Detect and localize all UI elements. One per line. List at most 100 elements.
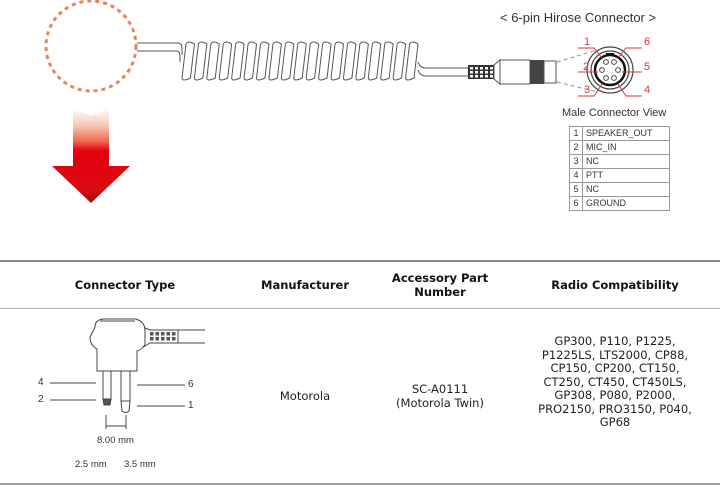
coil-loop (268, 41, 282, 81)
projection-guides (556, 49, 599, 93)
relief-grip (166, 332, 170, 336)
relief-grip (172, 332, 176, 336)
coil-loop (280, 41, 295, 81)
coil-loop (206, 41, 220, 81)
relief-grip (150, 337, 154, 341)
connector-body (499, 59, 531, 85)
coil-loop (231, 41, 245, 81)
coil-loop (342, 41, 357, 81)
connector-pin-4-label: 4 (644, 84, 651, 96)
connector-view-label: Male Connector View (562, 107, 667, 119)
coil-loop (293, 41, 307, 81)
connector-title: < 6-pin Hirose Connector > (500, 10, 657, 25)
coil-spring (181, 41, 419, 81)
connector-pin-2-label: 2 (583, 61, 590, 73)
twin-pin-plug-icon (50, 318, 205, 429)
coil-loop (218, 41, 233, 81)
plug-pin-1-label: 1 (188, 400, 194, 411)
relief-grip (161, 337, 165, 341)
relief-grip (485, 75, 488, 78)
twin-pin-connector-drawing: 4 2 6 1 8.00 mm 2.5 mm 3.5 mm (0, 309, 240, 483)
relief-grip (150, 332, 154, 336)
connector-pin-1-label: 1 (584, 36, 591, 48)
coil-loop (193, 41, 208, 81)
pin-signal: PTT (582, 168, 670, 183)
pin-number: 2 (569, 140, 583, 155)
pin-signal: NC (582, 154, 670, 169)
plug-pin-4-label: 4 (38, 377, 44, 388)
compatibility-line: GP300, P110, P1225, (554, 334, 676, 348)
connector-pin-5-label: 5 (644, 61, 651, 73)
compatibility-line: CT250, CT450, CT450LS, (543, 374, 687, 389)
part-number: SC-A0111 (411, 382, 469, 396)
pin-number: 5 (569, 182, 583, 197)
relief-grip (155, 337, 159, 341)
pin-number: 3 (569, 154, 583, 169)
strain-relief (468, 58, 501, 86)
coil-loop (318, 41, 332, 81)
relief-grip (480, 67, 483, 70)
part-number-cell: SC-A0111 (Motorola Twin) (370, 309, 510, 483)
pin-number: 6 (569, 196, 583, 211)
relief-grip (490, 75, 493, 78)
pin-signal: SPEAKER_OUT (582, 126, 670, 141)
relief-grip (490, 71, 493, 74)
relief-grip (155, 332, 159, 336)
relief-grip (485, 71, 488, 74)
compatibility-line: P1225LS, LTS2000, CP88, (541, 347, 689, 362)
coil-loop (380, 41, 394, 81)
header-connector-type: Connector Type (74, 278, 176, 292)
manufacturer-cell: Motorola (279, 389, 331, 403)
relief-grip (485, 67, 488, 70)
plug-size-small-label: 2.5 mm (75, 459, 107, 470)
compatibility-cell: GP300, P110, P1225, P1225LS, LTS2000, CP… (525, 334, 705, 430)
relief-grip (480, 75, 483, 78)
coil-loop (305, 41, 320, 81)
plug-size-large-label: 3.5 mm (124, 459, 156, 470)
cable-diagram: 1 2 3 4 5 6 < 6-pin Hirose Connector > M… (44, 0, 670, 211)
pin-signal: MIC_IN (582, 140, 670, 155)
relief-grip (470, 71, 473, 74)
hirose-connector-face (586, 46, 634, 94)
coil-loop (330, 41, 345, 81)
coil-loop (392, 41, 407, 81)
relief-grip (470, 75, 473, 78)
connector-pin-6-label: 6 (644, 36, 651, 48)
pin-spacing-label: 8.00 mm (97, 435, 134, 446)
coil-loop (181, 41, 195, 81)
pin-leaders (578, 47, 642, 97)
header-part-number: Accessory Part Number (391, 271, 489, 299)
pin-number: 4 (569, 168, 583, 183)
coil-loop (243, 41, 258, 81)
pin-signal: NC (582, 182, 670, 197)
down-arrow-icon (52, 108, 130, 203)
part-number-note: (Motorola Twin) (396, 396, 484, 410)
compatibility-line: PRO2150, PRO3150, P040, (538, 401, 692, 416)
highlight-circle (44, 0, 138, 93)
coil-loop (256, 41, 270, 81)
relief-grip (490, 67, 493, 70)
relief-grip (172, 337, 176, 341)
header-manufacturer: Manufacturer (261, 278, 349, 292)
table-top-border (0, 260, 720, 262)
relief-grip (166, 337, 170, 341)
cable-tail (417, 61, 468, 77)
plug-pin-2-label: 2 (38, 394, 44, 405)
relief-grip (475, 71, 478, 74)
compatibility-line: GP308, P080, P2000, (554, 388, 676, 402)
relief-grip (475, 67, 478, 70)
cable-lead (137, 42, 183, 62)
compatibility-line: CP150, CP200, CT150, (550, 361, 680, 375)
plug-pin-6-label: 6 (188, 379, 194, 390)
header-compatibility: Radio Compatibility (551, 278, 679, 292)
connector-tip (543, 60, 557, 84)
coil-loop (355, 41, 369, 81)
table-bottom-border (0, 483, 720, 485)
pin-signal: GROUND (582, 196, 670, 211)
